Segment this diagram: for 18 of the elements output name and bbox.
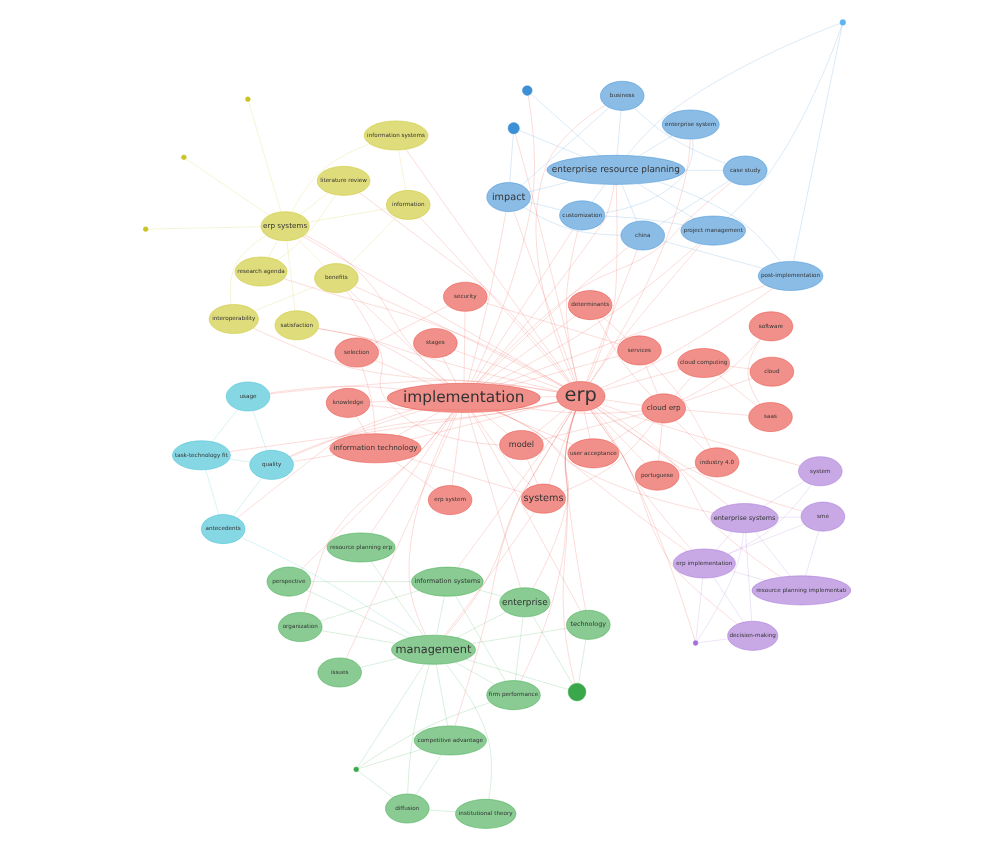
- connector: [595, 407, 728, 506]
- node-circle: [142, 226, 148, 232]
- connector: [589, 244, 701, 383]
- node-circle: [691, 640, 698, 646]
- node-circle: [180, 154, 186, 161]
- node-circle: [352, 766, 358, 773]
- node-circle: [244, 96, 250, 102]
- connector: [410, 401, 558, 440]
- node-circle: [566, 682, 586, 702]
- node-ellipse: erp: [555, 381, 605, 412]
- node-circle: [506, 122, 519, 135]
- node-circle: [838, 19, 845, 26]
- connector: [585, 249, 637, 382]
- connector: [345, 291, 499, 446]
- connector: [539, 396, 556, 398]
- connector: [289, 410, 422, 458]
- node-circle: [521, 85, 532, 96]
- connector: [561, 421, 654, 492]
